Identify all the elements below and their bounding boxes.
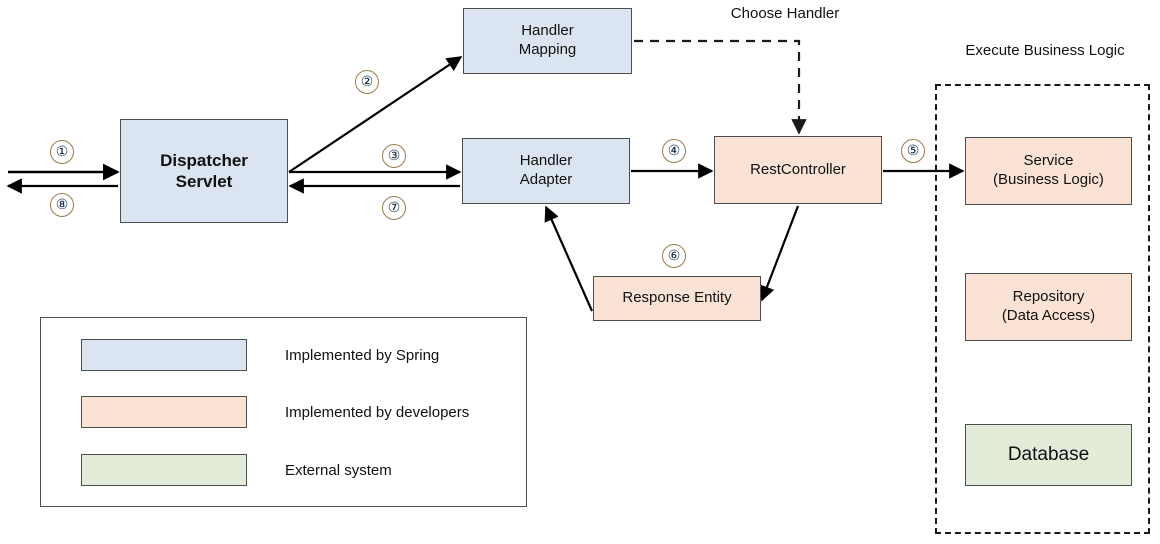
step-number-3: ③ <box>382 144 406 168</box>
legend-label-developers: Implemented by developers <box>285 403 470 421</box>
step-number-4: ④ <box>662 139 686 163</box>
choose-handler-caption: Choose Handler <box>730 5 840 22</box>
node-service-line1: Service <box>1023 152 1074 170</box>
node-service[interactable]: Service (Business Logic) <box>965 137 1132 205</box>
legend-swatch-developers <box>81 396 247 428</box>
node-handler-mapping-line1: Handler <box>521 22 574 40</box>
step-number-8: ⑧ <box>50 193 74 217</box>
node-response-entity-line1: Response Entity <box>622 289 732 307</box>
legend-item-spring: Implemented by Spring <box>81 339 439 371</box>
execute-business-logic-caption: Execute Business Logic <box>965 42 1125 59</box>
node-database[interactable]: Database <box>965 424 1132 486</box>
edge-rest-controller-to-response-entity <box>759 205 800 302</box>
node-response-entity[interactable]: Response Entity <box>593 276 761 321</box>
node-dispatcher-servlet[interactable]: Dispatcher Servlet <box>120 119 288 223</box>
node-repository-line2: (Data Access) <box>1001 307 1096 324</box>
step-number-1: ① <box>50 140 74 164</box>
node-dispatcher-servlet-line1: Dispatcher <box>160 150 248 170</box>
node-repository-line1: Repository <box>1012 288 1085 306</box>
legend-label-spring: Implemented by Spring <box>285 346 440 364</box>
step-number-2: ② <box>355 70 379 94</box>
node-database-line1: Database <box>1007 444 1090 466</box>
business-logic-container <box>935 84 1150 534</box>
node-service-line2: (Business Logic) <box>993 171 1104 188</box>
node-handler-mapping-line2: Mapping <box>518 41 577 58</box>
legend-swatch-external <box>81 454 247 486</box>
legend-swatch-spring <box>81 339 247 371</box>
node-repository[interactable]: Repository (Data Access) <box>965 273 1132 341</box>
legend-box: Implemented by Spring Implemented by dev… <box>40 317 527 507</box>
legend-label-external: External system <box>285 461 392 479</box>
step-number-7: ⑦ <box>382 196 406 220</box>
legend-item-developers: Implemented by developers <box>81 396 469 428</box>
legend-item-external: External system <box>81 454 392 486</box>
node-handler-mapping[interactable]: Handler Mapping <box>463 8 632 74</box>
node-handler-adapter-line1: Handler <box>519 152 573 170</box>
step-number-5: ⑤ <box>901 139 925 163</box>
node-dispatcher-servlet-line2: Servlet <box>175 172 233 191</box>
node-handler-adapter[interactable]: Handler Adapter <box>462 138 630 204</box>
edge-response-entity-to-handler-adapter <box>544 205 594 312</box>
node-handler-adapter-line2: Adapter <box>519 171 573 188</box>
node-rest-controller-line1: RestController <box>750 160 846 178</box>
edge-choose-handler <box>634 39 807 135</box>
node-rest-controller[interactable]: RestController <box>714 136 882 204</box>
step-number-6: ⑥ <box>662 244 686 268</box>
